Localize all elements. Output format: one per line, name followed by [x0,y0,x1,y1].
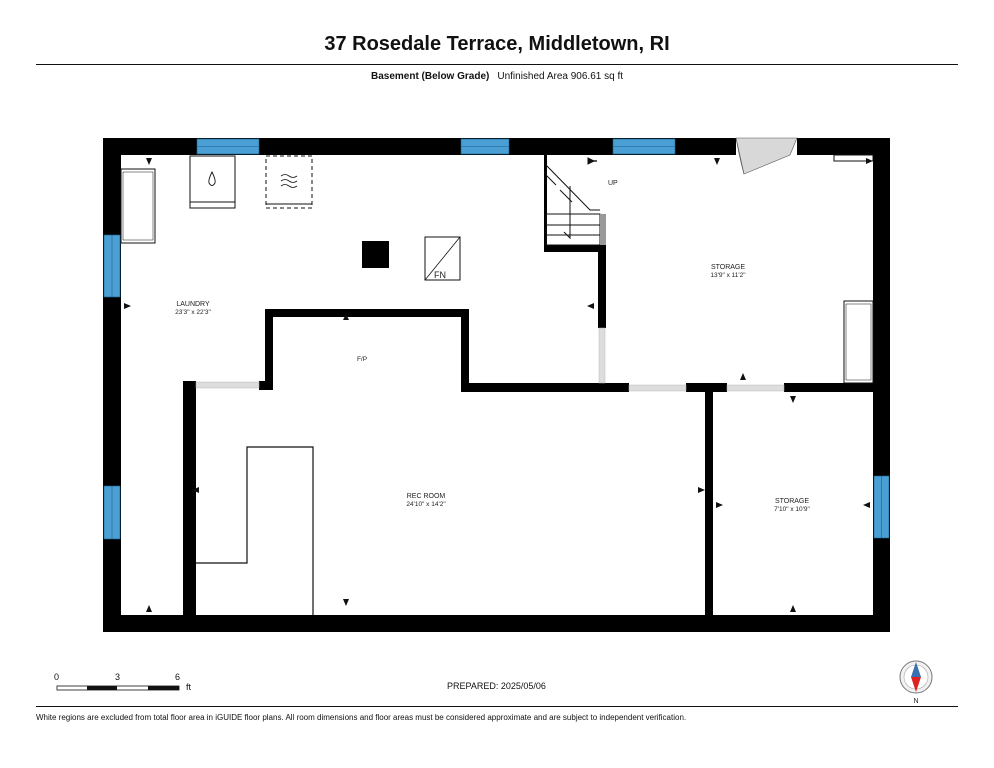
doorway [195,381,260,389]
interior-walls [183,155,874,618]
area-text: Unfinished Area 906.61 sq ft [497,71,623,82]
disclaimer-text: White regions are excluded from total fl… [36,713,687,722]
scale-tick-0: 0 [54,672,60,682]
water-heater-icon [189,155,236,209]
scale-tick-3: 3 [115,672,121,682]
doorway [598,327,606,384]
scale-tick-6: 6 [175,672,181,682]
footer-divider [36,706,958,707]
furnace-label: FN [434,270,446,280]
room-name-rec-room: REC ROOM [407,493,446,500]
furnace-icon: FN [424,236,461,281]
prepared-date: PREPARED: 2025/05/06 [447,681,546,691]
plan-title: 37 Rosedale Terrace, Middletown, RI [324,33,670,55]
fireplace-label: F/P [357,356,367,363]
stairs [545,157,606,246]
shelf-storage-top [833,154,874,162]
room-name-storage-1: STORAGE [711,264,745,271]
scale-bar [56,685,180,691]
room-name-laundry: LAUNDRY [176,301,210,308]
shelf-storage [843,300,874,384]
compass-north-label: N [913,698,918,705]
room-dims-storage-2: 7'10" x 10'9" [774,506,810,513]
exterior-door [735,137,798,175]
plan-subtitle: Basement (Below Grade) Unfinished Area 90… [0,71,994,82]
scale-unit: ft [186,682,192,692]
compass-icon [899,660,933,694]
room-name-storage-2: STORAGE [775,498,809,505]
doorways [195,327,785,392]
dimension-arrows [124,158,873,612]
doorway [726,384,785,392]
room-dims-laundry: 23'3" x 22'3" [175,309,211,316]
room-dims-rec-room: 24'10" x 14'2" [406,501,446,508]
shelf-laundry [120,168,156,244]
stairs-label: UP [608,180,618,187]
rec-room-built-in [196,446,314,615]
doorway [628,384,687,392]
floor-label: Basement (Below Grade) [370,71,490,82]
heater-icon [265,155,313,209]
title-divider [36,64,958,65]
support-column [362,241,389,268]
shelving [120,154,874,384]
room-dims-storage-1: 13'9" x 11'2" [710,272,746,279]
